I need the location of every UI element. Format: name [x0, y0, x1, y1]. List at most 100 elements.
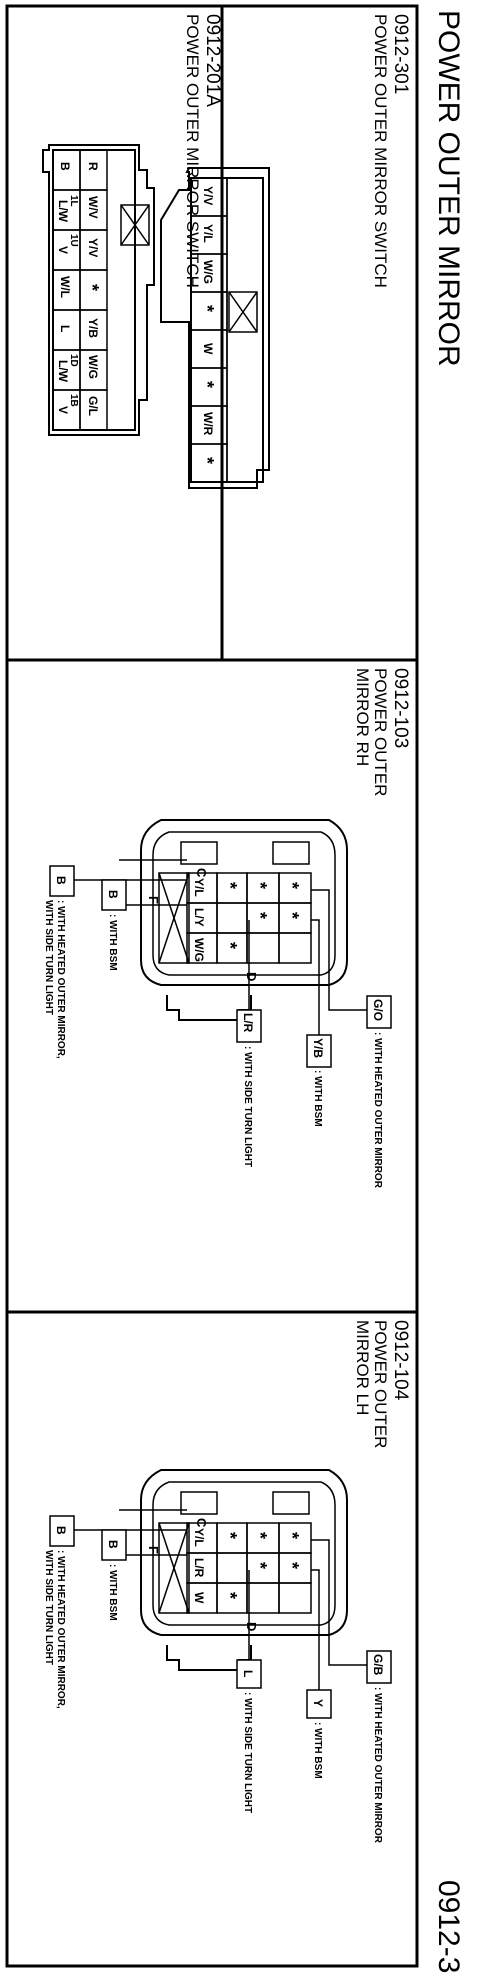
- mirror-lh-note-heated-side-1: : WITH HEATED OUTER MIRROR,: [55, 1550, 66, 1709]
- mirror-lh-letter-d: D: [244, 1622, 259, 1631]
- switch-201a-top-2: W/V: [86, 196, 100, 219]
- mirror-lh-pin-9: Y/L: [192, 1528, 206, 1547]
- mirror-lh-box-y: [306, 1689, 332, 1719]
- mirror-rh-box-b-bottom: [49, 865, 75, 897]
- page-title: POWER OUTER MIRROR: [432, 10, 465, 367]
- mirror-rh-housing-outer: [140, 819, 348, 986]
- mirror-rh-latch: [158, 872, 190, 964]
- switch-301-pin-3: W/G: [201, 260, 215, 284]
- mirror-lh-housing-outer: [140, 1469, 348, 1636]
- switch-301-pin-2: Y/L: [201, 224, 215, 243]
- mirror-rh-pin-6: *: [250, 912, 270, 919]
- mirror-lh-note-heated: : WITH HEATED OUTER MIRROR: [372, 1687, 383, 1844]
- mirror-lh-note-bsm-top: : WITH BSM: [312, 1722, 323, 1779]
- mirror-lh-pin-2: *: [282, 1562, 302, 1569]
- mirror-rh-pin-7: L/Y: [192, 908, 206, 927]
- mirror-lh-name-line1: POWER OUTER: [371, 1320, 390, 1448]
- mirror-lh-letter-f: F: [146, 1546, 161, 1554]
- mirror-rh-note-heated-side-1: : WITH HEATED OUTER MIRROR,: [55, 900, 66, 1059]
- mirror-lh-note-heated-side-2: WITH SIDE TURN LIGHT: [43, 1550, 54, 1665]
- mirror-lh-box-l-label: L: [241, 1670, 255, 1677]
- switch-201a-panel: 0912-201A POWER OUTER MIRROR SWITCH R W/…: [42, 14, 223, 436]
- mirror-rh-pin-5: *: [220, 882, 240, 889]
- mirror-rh-name-line2: MIRROR RH: [353, 668, 372, 766]
- mirror-rh-name-line1: POWER OUTER: [371, 668, 390, 796]
- mirror-rh-letter-f: F: [146, 896, 161, 904]
- mirror-lh-note-bsm-bottom: : WITH BSM: [107, 1564, 118, 1621]
- switch-301-body: [160, 167, 270, 489]
- mirror-rh-pin-4: W/G: [192, 938, 206, 962]
- mirror-lh-box-b-mid-label: B: [106, 1540, 120, 1549]
- switch-301-panel: 0912-301 POWER OUTER MIRROR SWITCH Y/V Y…: [160, 14, 411, 489]
- mirror-lh-name-line2: MIRROR LH: [353, 1320, 372, 1415]
- switch-201a-bottom-1: B: [58, 162, 72, 171]
- mirror-lh-box-gb-label: G/B: [371, 1654, 385, 1676]
- mirror-lh-pin-8: *: [250, 1532, 270, 1539]
- page-number: 0912-3: [432, 1880, 465, 1973]
- mirror-lh-pin-4: W: [192, 1592, 206, 1604]
- switch-201a-latch: [120, 204, 150, 246]
- mirror-lh-box-gb: [366, 1650, 392, 1684]
- mirror-lh-box-l: [236, 1659, 262, 1689]
- switch-201a-top-4: *: [82, 284, 102, 291]
- mirror-rh-note-bsm-bottom: : WITH BSM: [107, 914, 118, 971]
- mirror-rh-pin-3: *: [220, 942, 240, 949]
- mirror-lh-pin-5: *: [220, 1532, 240, 1539]
- switch-201a-bottom-5: L: [58, 325, 72, 332]
- mirror-lh-box-b-mid: [101, 1529, 127, 1561]
- mirror-lh-note-side-turn: : WITH SIDE TURN LIGHT: [242, 1692, 253, 1813]
- mirror-lh-box-b-bottom: [49, 1515, 75, 1547]
- switch-201a-top-6: W/G: [86, 355, 100, 379]
- switch-201a-bottom-2: L/W: [56, 200, 70, 223]
- mirror-rh-pin-8: *: [250, 882, 270, 889]
- mirror-rh-letter-c: C: [194, 868, 209, 878]
- switch-201a-mark-1D: 1D: [68, 354, 79, 367]
- switch-301-pin-8: *: [197, 457, 217, 464]
- mirror-rh-box-go-label: G/O: [371, 999, 385, 1021]
- mirror-lh-pin-7: L/R: [192, 1558, 206, 1578]
- mirror-rh-housing-inner: [152, 831, 336, 976]
- mirror-rh-note-heated: : WITH HEATED OUTER MIRROR: [372, 1032, 383, 1189]
- switch-201a-bottom-7: V: [56, 406, 70, 414]
- mirror-rh-letter-d: D: [244, 972, 259, 981]
- mirror-rh-box-lr-label: L/R: [241, 1013, 255, 1033]
- mirror-rh-box-b-mid-label: B: [106, 890, 120, 899]
- switch-201a-bottom-3: V: [56, 246, 70, 254]
- mirror-rh-pin-2: *: [282, 912, 302, 919]
- switch-301-pin-5: W: [201, 343, 215, 355]
- mirror-lh-code: 0912-104: [390, 1320, 411, 1401]
- mirror-lh-pin-3: *: [220, 1592, 240, 1599]
- switch-201a-body: [42, 144, 155, 436]
- switch-201a-code: 0912-201A: [202, 14, 223, 107]
- mirror-lh-latch: [158, 1522, 190, 1614]
- mirror-rh-box-yb: [306, 1034, 332, 1068]
- mirror-rh-box-b-mid: [101, 879, 127, 911]
- switch-201a-top-3: Y/V: [86, 238, 100, 257]
- switch-201a-mark-1B: 1B: [68, 394, 79, 407]
- switch-301-name: POWER OUTER MIRROR SWITCH: [371, 14, 390, 288]
- mirror-rh-box-b-bottom-label: B: [54, 876, 68, 885]
- mirror-rh-note-bsm-top: : WITH BSM: [312, 1070, 323, 1127]
- mirror-rh-pin-9: Y/L: [192, 878, 206, 897]
- switch-301-pin-7: W/R: [201, 412, 215, 436]
- mirror-lh-panel: 0912-104 POWER OUTER MIRROR LH * * * W: [43, 1320, 411, 1844]
- mirror-lh-pin-6: *: [250, 1562, 270, 1569]
- mirror-rh-panel: 0912-103 POWER OUTER MIRROR RH: [43, 668, 411, 1189]
- switch-201a-top-5: Y/B: [86, 318, 100, 338]
- mirror-rh-box-yb-label: Y/B: [311, 1038, 325, 1058]
- mirror-lh-housing-inner: [152, 1481, 336, 1626]
- mirror-rh-note-side-turn: : WITH SIDE TURN LIGHT: [242, 1046, 253, 1167]
- mirror-lh-box-y-label: Y: [311, 1699, 325, 1707]
- mirror-rh-box-go: [366, 995, 392, 1029]
- outer-frame: [5, 4, 419, 1968]
- switch-301-latch: [228, 291, 258, 333]
- mirror-rh-code: 0912-103: [390, 668, 411, 748]
- mirror-lh-pin-1: *: [282, 1532, 302, 1539]
- mirror-lh-letter-c: C: [194, 1518, 209, 1528]
- switch-201a-bottom-4: W/L: [58, 276, 72, 298]
- switch-201a-name: POWER OUTER MIRROR SWITCH: [183, 14, 202, 288]
- switch-301-pin-1: Y/V: [201, 186, 215, 205]
- switch-301-pin-6: *: [197, 381, 217, 388]
